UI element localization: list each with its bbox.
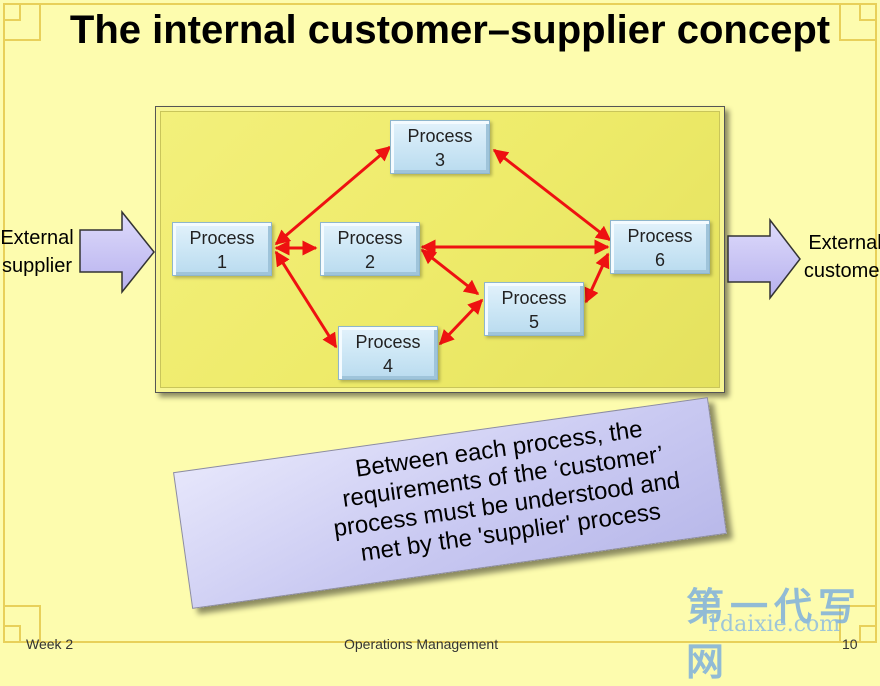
process-6-number: 6 xyxy=(654,250,665,270)
process-5-number: 5 xyxy=(528,312,539,332)
connector-1-3 xyxy=(274,145,392,246)
process-4-number: 4 xyxy=(382,356,393,376)
process-6-label: Process xyxy=(627,226,693,246)
process-4-label: Process xyxy=(355,332,421,352)
connector-4-5 xyxy=(438,298,484,346)
external-customer-label: External customer xyxy=(800,229,880,285)
connector-5-6 xyxy=(584,252,610,304)
footer-left: Week 2 xyxy=(26,636,74,652)
external-supplier-line2: supplier xyxy=(1,255,73,277)
external-customer-arrow xyxy=(727,217,801,301)
process-2-number: 2 xyxy=(364,252,375,272)
external-customer-line2: customer xyxy=(803,260,880,282)
process-2-label: Process xyxy=(337,228,403,248)
external-customer-line1: External xyxy=(808,232,880,254)
process-3-box: Process 3 xyxy=(390,120,490,174)
external-supplier-arrow xyxy=(79,209,155,295)
process-5-label: Process xyxy=(501,288,567,308)
connector-2-5 xyxy=(420,248,480,296)
process-1-number: 1 xyxy=(216,252,227,272)
watermark-url: 1daixie.com xyxy=(706,612,841,637)
connector-3-6 xyxy=(492,148,612,242)
footer-center: Operations Management xyxy=(344,636,499,652)
footer-page-number: 10 xyxy=(842,636,858,652)
process-3-number: 3 xyxy=(434,150,445,170)
slide-title: The internal customer–supplier concept xyxy=(69,8,831,52)
process-1-box: Process 1 xyxy=(172,222,272,276)
process-2-box: Process 2 xyxy=(320,222,420,276)
process-4-box: Process 4 xyxy=(338,326,438,380)
process-3-label: Process xyxy=(407,126,473,146)
external-supplier-label: External supplier xyxy=(0,224,82,280)
connector-1-4 xyxy=(274,250,338,349)
external-supplier-line1: External xyxy=(0,227,74,249)
process-1-label: Process xyxy=(189,228,255,248)
process-5-box: Process 5 xyxy=(484,282,584,336)
process-6-box: Process 6 xyxy=(610,220,710,274)
